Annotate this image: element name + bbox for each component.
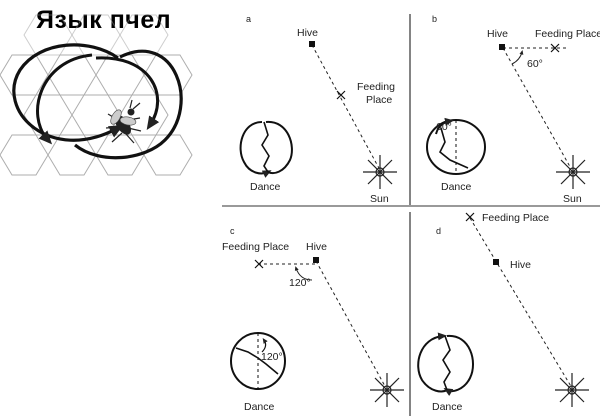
panel-a-sun-icon: [363, 155, 397, 189]
panel-d-dance-label: Dance: [432, 401, 463, 413]
panel-b-angle-arc: [511, 50, 524, 65]
panel-c-letter: c: [230, 226, 235, 236]
panel-c: c Hive Feeding Place 120° 120° Dance: [222, 226, 404, 413]
panel-d-sun-icon: [555, 373, 589, 407]
panel-b-dance-label: Dance: [441, 181, 472, 193]
panel-b-hive-label: Hive: [487, 28, 508, 40]
panel-a-feeding-label-1: Feeding: [357, 81, 395, 93]
panel-b-dance-diagram: [426, 117, 486, 175]
panel-c-angle-label: 120°: [289, 277, 311, 289]
panel-c-angle-arc: [294, 266, 313, 281]
panel-c-dance-diagram: [230, 332, 286, 390]
panel-b-dance-angle-label: 60°: [436, 121, 452, 133]
panel-b-letter: b: [432, 14, 437, 24]
bee-icon: [105, 99, 142, 144]
panel-a-dance-label: Dance: [250, 181, 281, 193]
panel-d-hive-marker: [493, 259, 499, 265]
panel-a-feeding-label-2: Place: [366, 94, 392, 106]
panel-a: a Hive Feeding Place Sun Dance: [239, 14, 397, 205]
panel-c-dance-label: Dance: [244, 401, 275, 413]
panel-c-feeding-marker: [254, 259, 264, 269]
panel-b-feeding-marker: [550, 43, 560, 53]
panel-d-letter: d: [436, 226, 441, 236]
panel-a-feeding-marker: [336, 90, 346, 100]
dance-loop-left: [12, 43, 124, 142]
panel-c-sun-icon: [370, 373, 404, 407]
panel-c-dance-angle-label: 120°: [261, 351, 283, 363]
panel-a-hive-marker: [309, 41, 315, 47]
panel-b: b Hive Feeding Place 60° Sun 60° Dance: [426, 14, 600, 205]
panel-b-feeding-label: Feeding Place: [535, 28, 600, 40]
panel-d: d Feeding Place Hive Dance: [417, 212, 589, 413]
panel-a-hive-label: Hive: [297, 27, 318, 39]
panel-d-feeding-marker: [465, 212, 475, 222]
page-title: Язык пчел: [36, 6, 172, 34]
panel-d-dance-diagram: [417, 332, 474, 396]
dance-loop-inner-right: [95, 56, 160, 130]
panel-c-hive-marker: [313, 257, 319, 263]
honeycomb-illustration: [0, 14, 193, 176]
panel-b-angle-label: 60°: [527, 58, 543, 70]
panel-a-letter: a: [246, 14, 251, 24]
panel-c-sun-line: [315, 260, 387, 389]
panel-b-sun-icon: [556, 155, 590, 189]
panel-a-sun-label: Sun: [370, 193, 389, 205]
panel-b-hive-marker: [499, 44, 505, 50]
panel-d-flight-line: [469, 217, 573, 389]
panel-b-sun-label: Sun: [563, 193, 582, 205]
panel-c-feeding-label: Feeding Place: [222, 241, 289, 253]
panel-a-flight-line: [311, 44, 381, 171]
honeycomb-grid: [0, 14, 193, 176]
dance-loop-inner: [36, 53, 93, 145]
panel-d-feeding-label: Feeding Place: [482, 212, 549, 224]
panel-c-hive-label: Hive: [306, 241, 327, 253]
panel-d-hive-label: Hive: [510, 259, 531, 271]
dance-loop-right: [74, 49, 183, 160]
panel-a-dance-diagram: [239, 120, 293, 178]
